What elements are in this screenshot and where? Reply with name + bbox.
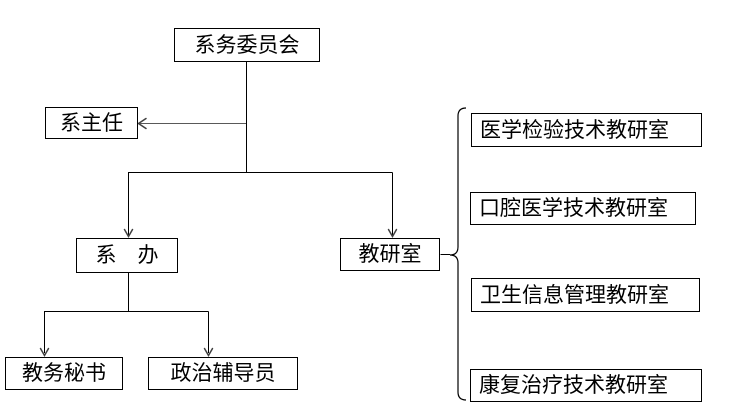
org-node-committee: 系务委员会 [174, 28, 320, 62]
arrowhead-down-teaching-office-icon [387, 228, 398, 239]
org-node-unit-oral-medicine: 口腔医学技术教研室 [470, 192, 696, 225]
org-node-unit-health-info: 卫生信息管理教研室 [471, 278, 700, 312]
org-node-teaching-research-office: 教研室 [340, 238, 440, 271]
arrowhead-down-secretary-icon [39, 347, 50, 358]
arrowhead-down-counselor-icon [203, 347, 214, 358]
org-node-department-office: 系 办 [76, 238, 178, 273]
org-node-unit-rehab-therapy: 康复治疗技术教研室 [470, 369, 702, 402]
org-node-political-counselor: 政治辅导员 [148, 357, 298, 390]
org-node-director: 系主任 [45, 107, 138, 139]
curly-brace [449, 107, 467, 401]
org-node-academic-secretary: 教务秘书 [5, 357, 123, 390]
arrowhead-down-office-icon [123, 228, 134, 239]
arrowhead-left-director-icon [137, 117, 147, 130]
org-node-unit-medical-lab: 医学检验技术教研室 [471, 113, 702, 147]
